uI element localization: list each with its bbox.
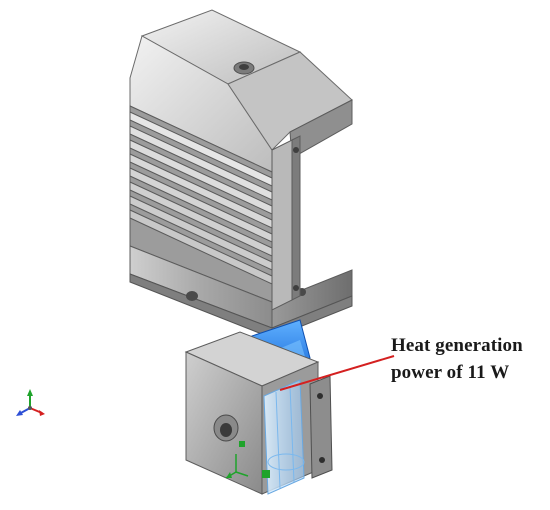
heat-generation-label: Heat generation power of 11 W [391, 332, 550, 386]
bracket-plate [271, 139, 293, 311]
nozzle-bore [263, 379, 305, 495]
side-screw-hole [186, 291, 198, 301]
xyz-axis-triad-icon [16, 389, 45, 416]
heater-block [184, 331, 333, 495]
heat-generation-label-line1: Heat generation [391, 335, 523, 356]
cooling-fins [129, 111, 273, 285]
clamp-plate [309, 375, 333, 479]
boundary-marker [239, 441, 245, 447]
leader-line [279, 355, 395, 391]
heat-sink [129, 9, 353, 339]
coordinate-system-icon [225, 454, 249, 479]
boundary-marker [262, 470, 270, 478]
heat-generation-label-line2: power of 11 W [391, 362, 510, 383]
